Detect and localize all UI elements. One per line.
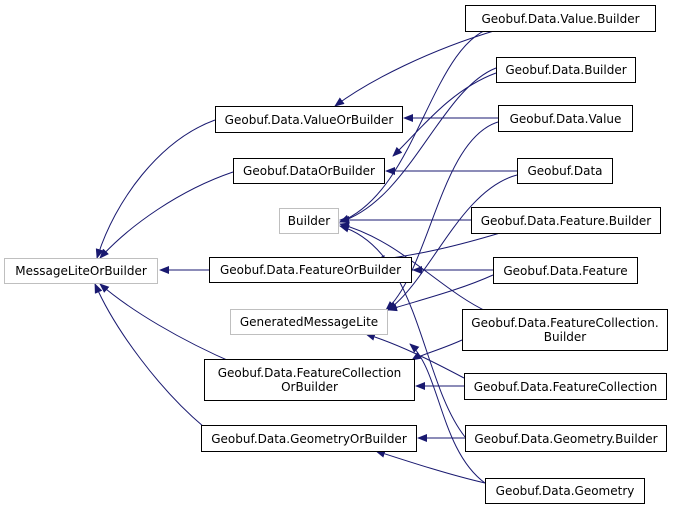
edge-data-or-builder-to-message-lite (99, 171, 234, 259)
edge-geometry-builder-to-builder (339, 224, 466, 438)
node-feature-collection[interactable]: Geobuf.Data.FeatureCollection (464, 373, 667, 400)
node-label-line-1: Geobuf.Data.FeatureCollection (217, 366, 402, 380)
node-label: GeneratedMessageLite (239, 315, 379, 329)
edge-value-or-builder-to-message-lite (95, 119, 216, 259)
edge-feature-builder-to-feature-or-builder (375, 232, 501, 263)
node-feature-builder[interactable]: Geobuf.Data.Feature.Builder (471, 207, 661, 234)
node-label-line-1: Geobuf.Data.FeatureCollection. (471, 316, 659, 330)
node-data[interactable]: Geobuf.Data (517, 158, 613, 184)
node-label-line-2: OrBuilder (281, 380, 338, 394)
node-data-builder[interactable]: Geobuf.Data.Builder (496, 57, 636, 83)
node-label: Geobuf.Data.Geometry (495, 484, 635, 498)
edge-value-builder-to-builder (339, 25, 498, 223)
node-label: Geobuf.Data (527, 164, 603, 178)
node-feature-collection-or-builder[interactable]: Geobuf.Data.FeatureCollection OrBuilder (204, 359, 415, 401)
node-label: Geobuf.Data.Feature.Builder (480, 213, 652, 228)
node-geometry[interactable]: Geobuf.Data.Geometry (485, 478, 645, 504)
edge-feature-collection-or-builder-to-message-lite (99, 283, 237, 365)
node-data-or-builder[interactable]: Geobuf.DataOrBuilder (233, 158, 385, 184)
edge-data-builder-to-data-or-builder (392, 72, 497, 157)
node-value-builder[interactable]: Geobuf.Data.Value.Builder (465, 5, 656, 32)
node-label: Geobuf.Data.FeatureCollection (473, 379, 658, 394)
node-builder[interactable]: Builder (279, 208, 339, 234)
node-label: Geobuf.DataOrBuilder (243, 164, 375, 178)
node-feature-collection-builder[interactable]: Geobuf.Data.FeatureCollection. Builder (462, 309, 668, 351)
node-label: Geobuf.Data.Geometry.Builder (474, 431, 658, 446)
node-label: Geobuf.Data.Feature (503, 263, 628, 278)
edge-feature-collection-builder-to-builder (339, 222, 489, 313)
node-label: Geobuf.Data.ValueOrBuilder (224, 112, 394, 127)
node-geometry-or-builder[interactable]: Geobuf.Data.GeometryOrBuilder (201, 425, 417, 452)
edge-geometry-or-builder-to-message-lite (94, 283, 205, 428)
edge-feature-collection-builder-to-feature-collection-or-builder (411, 339, 463, 361)
node-label-line-2: Builder (543, 330, 587, 344)
node-value[interactable]: Geobuf.Data.Value (498, 105, 633, 132)
node-geometry-builder[interactable]: Geobuf.Data.Geometry.Builder (465, 425, 667, 452)
edge-geometry-to-generated-message-lite (409, 343, 486, 484)
node-label: Geobuf.Data.Value.Builder (481, 11, 640, 26)
node-label: Builder (287, 214, 331, 228)
node-feature[interactable]: Geobuf.Data.Feature (493, 257, 638, 284)
edge-data-to-generated-message-lite (387, 174, 518, 311)
edge-data-builder-to-builder (339, 67, 497, 224)
node-label: Geobuf.Data.GeometryOrBuilder (211, 431, 407, 446)
edge-value-to-generated-message-lite (385, 121, 499, 311)
node-generated-message-lite[interactable]: GeneratedMessageLite (230, 309, 388, 335)
node-feature-or-builder[interactable]: Geobuf.Data.FeatureOrBuilder (209, 257, 412, 283)
edge-geometry-to-geometry-or-builder (375, 449, 486, 484)
node-label: Geobuf.Data.Value (509, 111, 622, 126)
node-value-or-builder[interactable]: Geobuf.Data.ValueOrBuilder (215, 106, 403, 133)
node-label: Geobuf.Data.Builder (505, 63, 627, 77)
node-message-lite-or-builder[interactable]: MessageLiteOrBuilder (4, 258, 158, 284)
node-label: MessageLiteOrBuilder (15, 264, 147, 278)
edge-value-builder-to-value-or-builder (334, 29, 498, 107)
edge-feature-to-generated-message-lite (387, 274, 494, 312)
node-label: Geobuf.Data.FeatureOrBuilder (219, 263, 402, 277)
